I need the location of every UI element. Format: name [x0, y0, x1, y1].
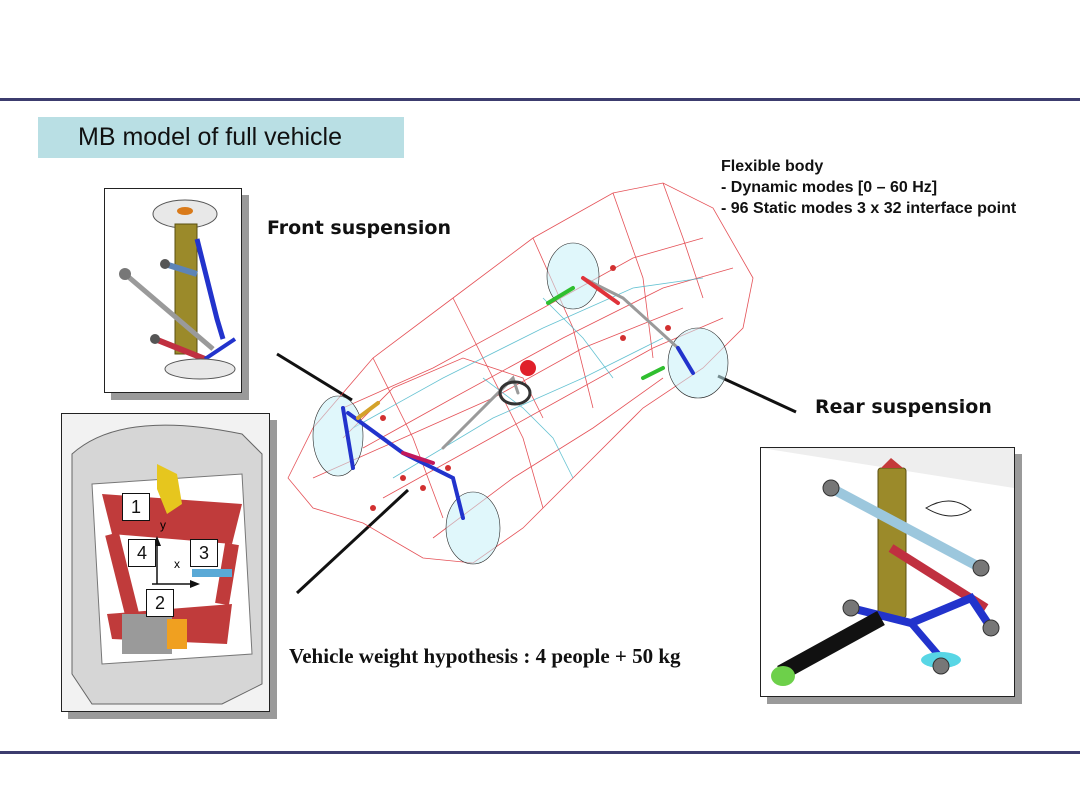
axis-x-label: x: [174, 557, 180, 571]
rear-suspension-illustration: [761, 448, 1014, 686]
rear-suspension-panel: [760, 447, 1015, 697]
front-suspension-panel: [104, 188, 242, 393]
slide-title: MB model of full vehicle: [78, 123, 343, 151]
top-rule: [0, 98, 1080, 101]
rear-suspension-label: Rear suspension: [815, 396, 992, 418]
leader-subframe: [295, 488, 410, 595]
flex-heading: Flexible body: [721, 158, 824, 175]
flex-line-1: - Dynamic modes [0 – 60 Hz]: [721, 179, 938, 196]
steering-wheel-icon: [498, 380, 532, 406]
callout-1: 1: [122, 493, 150, 521]
title-box: MB model of full vehicle: [38, 117, 404, 158]
wheel-rear-right: [667, 327, 729, 399]
callout-4: 4: [128, 539, 156, 567]
leader-rear: [717, 374, 797, 414]
wheel-rear-left: [546, 242, 600, 310]
callout-2: 2: [146, 589, 174, 617]
front-suspension-label: Front suspension: [267, 217, 451, 239]
wheel-front-right: [445, 491, 501, 565]
vehicle-weight-note: Vehicle weight hypothesis : 4 people + 5…: [289, 644, 681, 668]
flexible-body-note: Flexible body - Dynamic modes [0 – 60 Hz…: [721, 156, 1016, 219]
subframe-illustration: [62, 414, 269, 711]
subframe-panel: 1 2 3 4 y x: [61, 413, 270, 712]
bottom-rule: [0, 751, 1080, 754]
flex-line-2: - 96 Static modes 3 x 32 interface point: [721, 200, 1017, 217]
leader-front-strut: [276, 352, 353, 402]
front-strut-illustration: [119, 199, 237, 380]
wheel-front-left: [312, 395, 364, 477]
center-of-mass-icon: [520, 360, 536, 376]
callout-3: 3: [190, 539, 218, 567]
axis-y-label: y: [160, 518, 166, 532]
vehicle-wireframe: [287, 182, 754, 565]
